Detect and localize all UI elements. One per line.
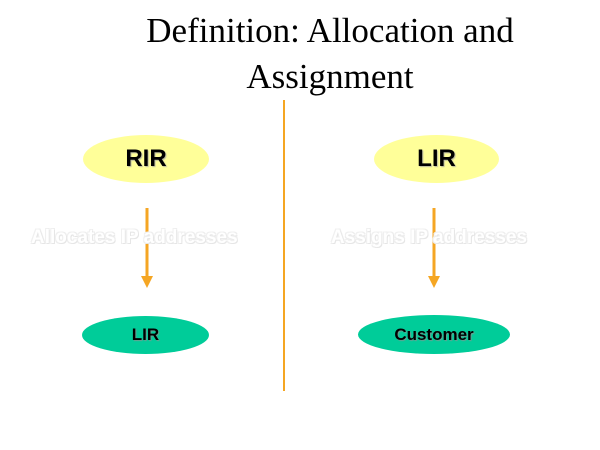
right-bottom-node-label: Customer — [394, 324, 474, 344]
slide-title: Definition: Allocation and Assignment — [100, 8, 560, 100]
right-bottom-node: Customer — [358, 315, 510, 354]
left-top-node: RIR — [83, 135, 209, 183]
left-bottom-node: LIR — [82, 316, 209, 354]
right-top-node-label: LIR — [417, 145, 456, 172]
right-top-node: LIR — [374, 135, 499, 183]
left-top-node-label: RIR — [125, 145, 167, 172]
title-line-1: Definition: Allocation and — [146, 11, 514, 50]
right-arrow-head — [428, 276, 440, 288]
left-arrow-head — [141, 276, 153, 288]
left-action-label: Allocates IP addresses — [31, 227, 238, 248]
title-line-2: Assignment — [246, 57, 414, 96]
left-bottom-node-label: LIR — [131, 325, 160, 344]
right-action-label: Assigns IP addresses — [331, 227, 528, 248]
